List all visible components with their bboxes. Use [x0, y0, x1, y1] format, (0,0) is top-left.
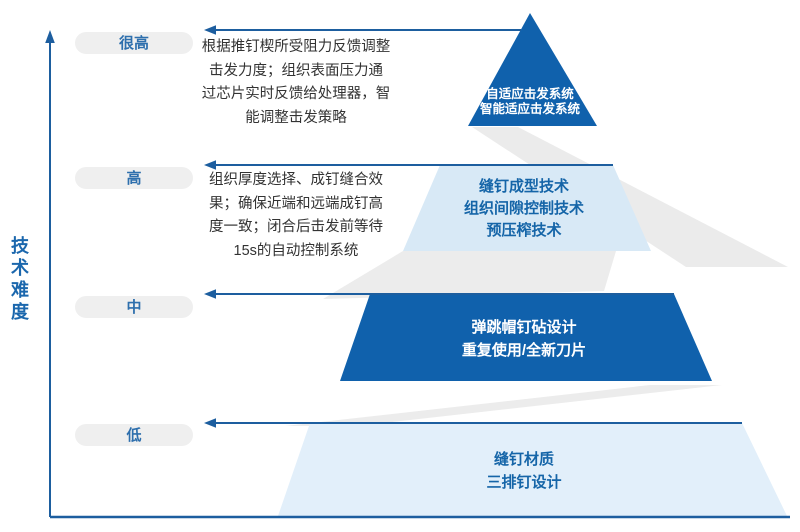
level-pill-very-high: 很高: [75, 32, 193, 54]
pyramid-tier-3-shape: [340, 294, 712, 381]
tier-line: 弹跳帽钉砧设计: [471, 319, 577, 336]
shadow-swoosh-middle: [323, 251, 616, 299]
pyramid-tier-3-text: 弹跳帽钉砧设计 重复使用/全新刀片: [434, 317, 614, 362]
description-line: 15s的自动控制系统: [233, 242, 359, 259]
level-pill-medium: 中: [75, 296, 193, 318]
description-line: 能调整击发策略: [245, 109, 347, 126]
tier-line: 缝钉材质: [493, 451, 554, 468]
pyramid-tier-4-text: 缝钉材质 三排钉设计: [434, 448, 614, 494]
arrow-head-very-high-icon: [204, 25, 216, 35]
description-high: 组织厚度选择、成钉缝合效 果；确保近端和远端成钉高 度一致；闭合后击发前等待 1…: [200, 169, 392, 263]
level-pill-high: 高: [75, 167, 193, 189]
arrow-head-medium-icon: [204, 289, 216, 299]
y-axis-arrowhead-icon: [45, 30, 55, 43]
description-line: 根据推钉楔所受阻力反馈调整: [201, 39, 391, 55]
level-pill-very-high-label: 很高: [118, 34, 149, 52]
tier-line: 三排钉设计: [486, 474, 562, 491]
tier-line: 自适应击发系统: [486, 87, 574, 101]
level-pill-high-label: 高: [126, 169, 142, 187]
arrow-head-high-icon: [204, 160, 216, 170]
pyramid-tier-1-text: 自适应击发系统 智能适应击发系统: [450, 87, 610, 117]
tier-line: 缝钉成型技术: [478, 178, 569, 195]
tier-line: 预压榨技术: [486, 222, 562, 239]
arrow-head-low-icon: [204, 418, 216, 428]
pyramid-tier-1-shape: [468, 13, 597, 126]
description-very-high: 根据推钉楔所受阻力反馈调整 击发力度；组织表面压力通 过芯片实时反馈给处理器，智…: [200, 36, 392, 130]
pyramid-tier-2-shape: [403, 165, 651, 251]
level-pill-medium-label: 中: [126, 298, 142, 316]
description-line: 度一致；闭合后击发前等待: [209, 219, 383, 235]
description-line: 组织厚度选择、成钉缝合效: [209, 172, 383, 188]
y-axis-title: 技术难度: [9, 236, 29, 324]
level-pill-low: 低: [75, 424, 193, 446]
tier-line: 重复使用/全新刀片: [461, 341, 587, 359]
description-line: 果；确保近端和远端成钉高: [209, 195, 383, 212]
level-pill-low-label: 低: [126, 426, 142, 444]
tier-line: 组织间隙控制技术: [463, 200, 584, 217]
pyramid-tier-4-shape: [278, 423, 787, 516]
description-line: 击发力度；组织表面压力通: [209, 62, 383, 79]
pyramid-tier-2-text: 缝钉成型技术 组织间隙控制技术 预压榨技术: [434, 176, 614, 242]
shadow-swoosh-top: [472, 127, 788, 267]
shadow-swoosh-bottom: [285, 385, 722, 426]
description-line: 过芯片实时反馈给处理器，智: [201, 86, 391, 102]
tier-line: 智能适应击发系统: [479, 102, 580, 116]
